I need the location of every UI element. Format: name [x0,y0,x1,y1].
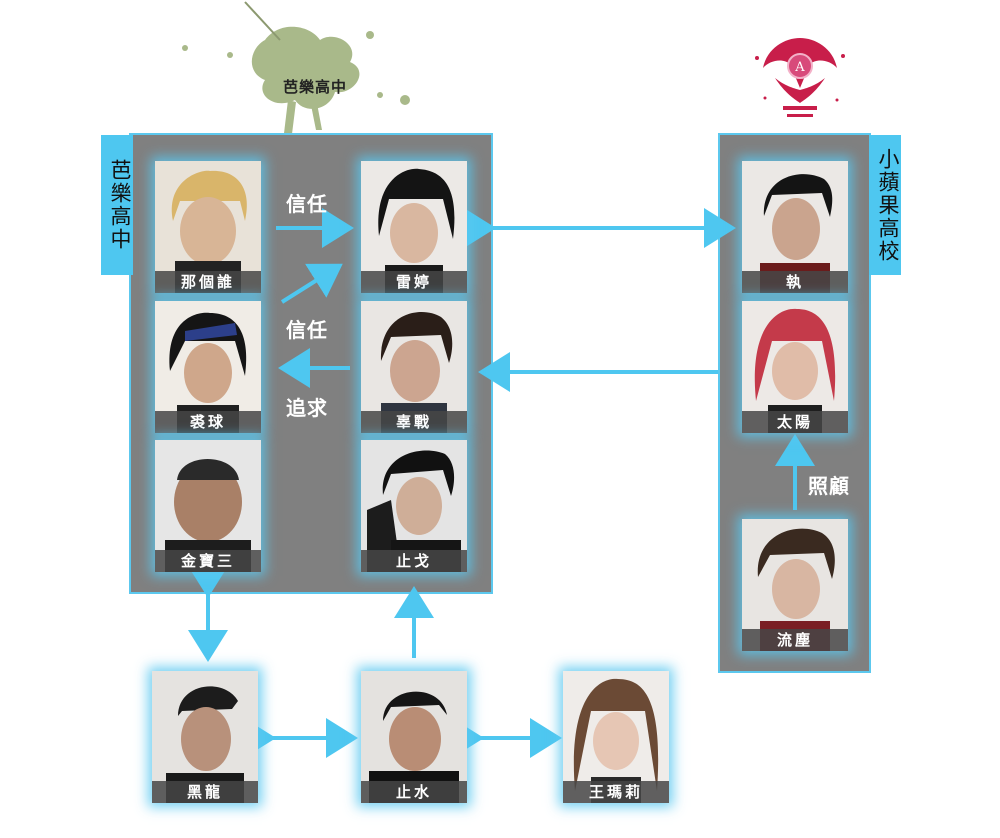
character-card-heilong[interactable]: 黑龍 [152,671,258,803]
character-name: 辜戰 [361,411,467,433]
left-school-logo-splash [182,1,410,150]
character-name: 止戈 [361,550,467,572]
relation-label-trust-1: 信任 [286,192,328,216]
character-card-zhi[interactable]: 執 [742,161,848,293]
character-card-leiting[interactable]: 雷婷 [361,161,467,293]
relation-label-pursue: 追求 [286,396,328,420]
character-card-zhishui[interactable]: 止水 [361,671,467,803]
character-name: 裘球 [155,411,261,433]
character-name: 黑龍 [152,781,258,803]
relation-label-trust-2: 信任 [286,318,328,342]
character-name: 止水 [361,781,467,803]
svg-text:A: A [794,60,805,75]
arrow-xiuqiu-to-leiting [280,263,343,304]
character-name: 執 [742,271,848,293]
character-card-liuchen[interactable]: 流塵 [742,519,848,651]
character-card-gaozhan[interactable]: 辜戰 [361,301,467,433]
character-card-zhige[interactable]: 止戈 [361,440,467,572]
character-card-taiyang[interactable]: 太陽 [742,301,848,433]
character-card-jinbaosan[interactable]: 金寶三 [155,440,261,572]
character-name: 太陽 [742,411,848,433]
left-school-label: 芭樂高中 [101,135,133,275]
character-card-xiuqiu[interactable]: 裘球 [155,301,261,433]
character-card-nagesui[interactable]: 那個誰 [155,161,261,293]
character-name: 流塵 [742,629,848,651]
left-school-logo-text: 芭樂高中 [283,78,348,96]
character-card-wangmali[interactable]: 王瑪莉 [563,671,669,803]
relation-label-care: 照顧 [808,474,850,498]
character-name: 王瑪莉 [563,781,669,803]
character-name: 雷婷 [361,271,467,293]
character-name: 那個誰 [155,271,261,293]
character-name: 金寶三 [155,550,261,572]
right-school-label: 小蘋果高校 [869,135,901,275]
right-school-logo: A [755,38,845,117]
